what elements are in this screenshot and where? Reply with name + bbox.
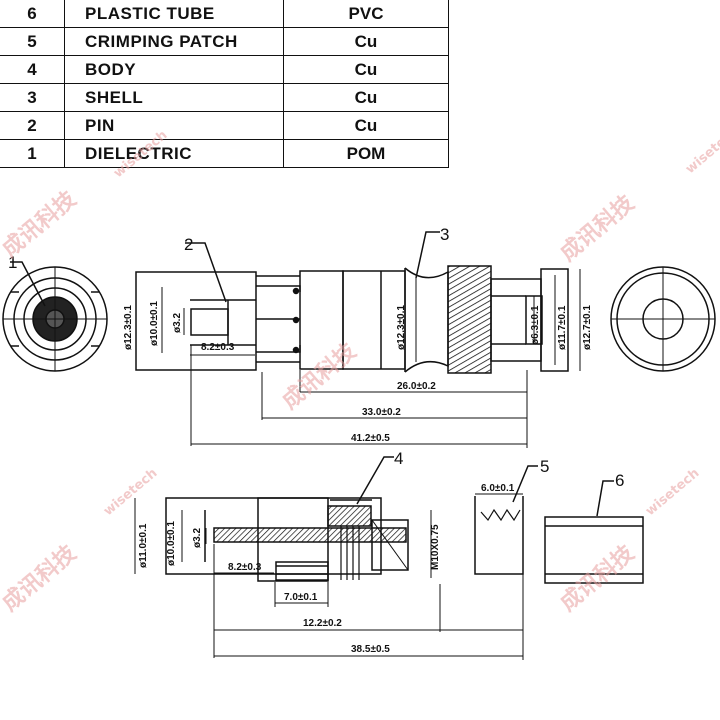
callout-5-leader [512,465,538,503]
watermark-text: 成讯科技 [556,190,640,266]
callout-2-leader [185,242,227,303]
dim-label: M10X0.75 [430,524,441,570]
dim-label: ø11.0±0.1 [138,523,149,568]
dim-label: ø12.7±0.1 [582,305,593,350]
callout-5: 5 [540,457,549,476]
bom-part-name: DIELECTRIC [64,139,284,168]
end-view-left [2,266,108,372]
bom-row: 4 BODY Cu [0,55,449,84]
dim-label: ø11.7±0.1 [557,305,568,350]
bom-part-name: SHELL [64,83,284,112]
assembly-side-view [135,265,569,374]
watermark-text: 成讯科技 [0,186,82,262]
crimping-patch [474,493,524,575]
callout-4: 4 [394,449,403,468]
callout-4-leader [356,456,394,505]
watermark-text: 成讯科技 [0,540,82,616]
bom-part-name: BODY [64,55,284,84]
bom-row: 5 CRIMPING PATCH Cu [0,27,449,56]
bom-item-number: 1 [0,139,65,168]
dim-label: ø10.0±0.1 [149,301,160,346]
bottom-dimension-lines [134,498,524,660]
bom-part-name: CRIMPING PATCH [64,27,284,56]
callout-3: 3 [440,225,449,244]
dim-label: 6.0±0.1 [481,483,515,494]
dim-label: 7.0±0.1 [284,592,318,603]
bom-material: POM [283,139,449,168]
bom-row: 3 SHELL Cu [0,83,449,112]
bom-row: 1 DIELECTRIC POM [0,139,449,168]
dim-label: 41.2±0.5 [351,433,390,444]
callout-1-leader [10,261,46,307]
bom-material: Cu [283,55,449,84]
dim-label: 33.0±0.2 [362,407,401,418]
dim-label: 8.2±0.3 [228,562,262,573]
dim-label: 26.0±0.2 [397,381,436,392]
bom-material: Cu [283,111,449,140]
dim-label: 8.2±0.3 [201,342,235,353]
bill-of-materials-table: 6 PLASTIC TUBE PVC 5 CRIMPING PATCH Cu 4… [0,0,449,168]
callout-2: 2 [184,235,193,254]
dim-label: ø6.3±0.1 [530,305,541,345]
callout-6: 6 [615,471,624,490]
plastic-tube [544,516,644,584]
dim-label: ø10.0±0.1 [166,521,177,566]
watermark-text: wisetech [111,128,170,181]
bom-item-number: 3 [0,83,65,112]
top-dimension-lines [135,269,581,448]
end-view-right [610,266,716,372]
callout-1: 1 [8,253,17,272]
bom-part-name: PIN [64,111,284,140]
bom-item-number: 6 [0,0,65,28]
callout-6-leader [596,480,614,517]
watermark-text: wisetech [683,124,720,177]
dim-label: ø3.2 [192,528,203,548]
section-view [165,497,409,582]
dim-label: 38.5±0.5 [351,644,390,655]
dim-label: ø12.3±0.1 [396,305,407,350]
watermark-text: wisetech [101,466,160,519]
bom-row: 2 PIN Cu [0,111,449,140]
dim-label: ø3.2 [172,313,183,333]
callout-3-leader [415,231,440,279]
watermark-text: 成讯科技 [556,540,640,616]
dim-label: ø12.3±0.1 [123,305,134,350]
watermark-text: wisetech [643,466,702,519]
watermark-text: 成讯科技 [278,338,362,414]
dim-label: 12.2±0.2 [303,618,342,629]
